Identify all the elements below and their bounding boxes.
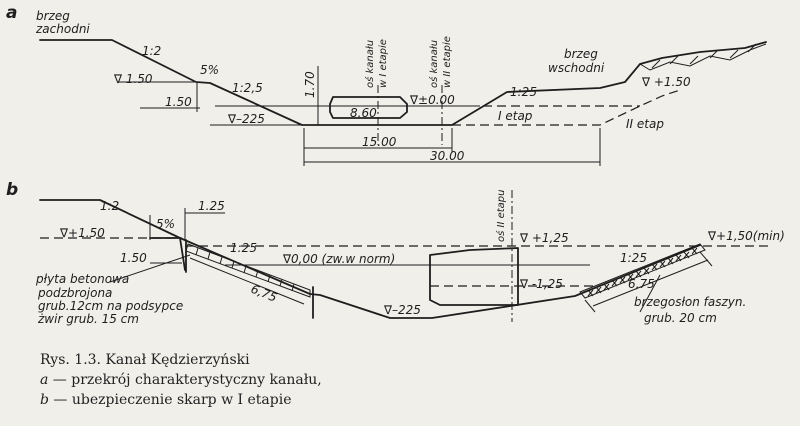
- dim-3000-label: 30.00: [430, 149, 465, 163]
- level-bottom-label: ∇–225: [227, 112, 265, 126]
- dim-170-label: 1.70: [303, 71, 317, 98]
- vessel-silhouette: [329, 96, 408, 119]
- cross-section-drawing: a brzeg zachodni: [6, 3, 785, 326]
- concrete-plate-hatch: [195, 247, 295, 292]
- level-right-label-b: ∇+1,50(min): [707, 229, 785, 243]
- axis-2-label-1: oś kanału: [428, 40, 440, 88]
- fascine-leader: [639, 274, 661, 313]
- fascine-dim-tick-1: [584, 299, 596, 313]
- caption-line-a: a — przekrój charakterystyczny kanału,: [40, 370, 322, 390]
- level-minus125-label: ∇ -1,25: [519, 277, 563, 291]
- plate-label-1: płyta betonowa: [35, 272, 129, 286]
- fascine-dim-tick-2: [699, 251, 713, 267]
- slope-left-label-b: 1:25: [230, 241, 257, 255]
- left-675-dim-line: [189, 257, 305, 305]
- fascine-dim-line: [592, 259, 709, 307]
- canal-profile-stage-2: [452, 89, 681, 126]
- east-ground-ticks: [651, 43, 757, 69]
- dim-675-left-label: 6,75: [249, 282, 279, 305]
- grade-label: 5%: [200, 63, 219, 77]
- plate-label-2: podzbrojona: [37, 286, 112, 300]
- berm-step: [149, 237, 186, 271]
- panel-a: a brzeg zachodni: [6, 3, 767, 166]
- caption-a-text: — przekrój charakterystyczny kanału,: [48, 372, 322, 388]
- plate-label-4: żwir grub. 15 cm: [37, 312, 139, 326]
- canal-profile-b: [39, 199, 701, 319]
- caption-a-letter: a: [40, 372, 49, 388]
- caption-line-b: b — ubezpieczenie skarp w I etapie: [40, 390, 322, 410]
- level-bottom-label-b: ∇–225: [383, 303, 421, 317]
- dim-150-label: 1.50: [165, 95, 192, 109]
- level-right-label: ∇ +1.50: [641, 75, 691, 89]
- panel-b-letter: b: [6, 180, 18, 200]
- vessel-silhouette-b: [429, 247, 519, 306]
- east-ground-hatch: [639, 43, 767, 71]
- plate-label-3: grub.12cm na podsypce: [38, 299, 183, 313]
- figure-caption: Rys. 1.3. Kanał Kędzierzyński a — przekr…: [40, 350, 322, 410]
- slope-left-label: 1:2,5: [232, 81, 263, 95]
- axis-2-label-2: w II etapie: [442, 36, 453, 88]
- slope-1-2-label: 1:2: [142, 44, 161, 58]
- stage-2-axis-label: oś II etapu: [495, 190, 507, 242]
- axis-1-label-2: w I etapie: [378, 39, 389, 88]
- slope-right-label-b: 1:25: [620, 251, 647, 265]
- stage-2-label: II etap: [626, 117, 664, 131]
- panel-b: b: [6, 180, 785, 326]
- dim-150-label-b: 1.50: [120, 251, 147, 265]
- fascine-label-2: grub. 20 cm: [644, 311, 717, 325]
- dim-125-top-label: 1.25: [198, 199, 225, 213]
- water-level-label-b: ∇0,00 (zw.w norm): [282, 252, 395, 266]
- level-water-label: ∇±0.00: [409, 93, 455, 107]
- plate-leader: [109, 254, 191, 283]
- dim-860-label: 8.60: [350, 106, 377, 120]
- caption-title: Rys. 1.3. Kanał Kędzierzyński: [40, 352, 250, 368]
- level-left-label-b: ∇+1.50: [59, 226, 105, 240]
- west-bank-label-1: brzeg: [36, 9, 70, 23]
- east-bank-label-1: brzeg: [564, 47, 598, 61]
- level-125-label: ∇ +1,25: [519, 231, 569, 245]
- level-left-label: ∇ 1.50: [113, 72, 153, 86]
- grade-label-b: 5%: [156, 217, 175, 231]
- dim-1500-label: 15.00: [362, 135, 397, 149]
- fascine-lining: [579, 243, 706, 299]
- caption-b-text: — ubezpieczenie skarp w I etapie: [48, 392, 292, 408]
- fascine-hatch: [587, 247, 698, 297]
- west-bank-label-2: zachodni: [35, 22, 90, 36]
- slope-right-label: 1:25: [510, 85, 537, 99]
- dim-675-right-label: 6,75: [628, 277, 655, 291]
- slope-1-2-label-b: 1:2: [100, 199, 119, 213]
- fascine-label-1: brzegosłon faszyn.: [634, 295, 746, 309]
- east-bank-label-2: wschodni: [548, 61, 605, 75]
- axis-1-label-1: oś kanału: [364, 40, 376, 88]
- stage-1-label: I etap: [498, 109, 533, 123]
- panel-a-letter: a: [6, 3, 17, 23]
- caption-b-letter: b: [40, 392, 49, 408]
